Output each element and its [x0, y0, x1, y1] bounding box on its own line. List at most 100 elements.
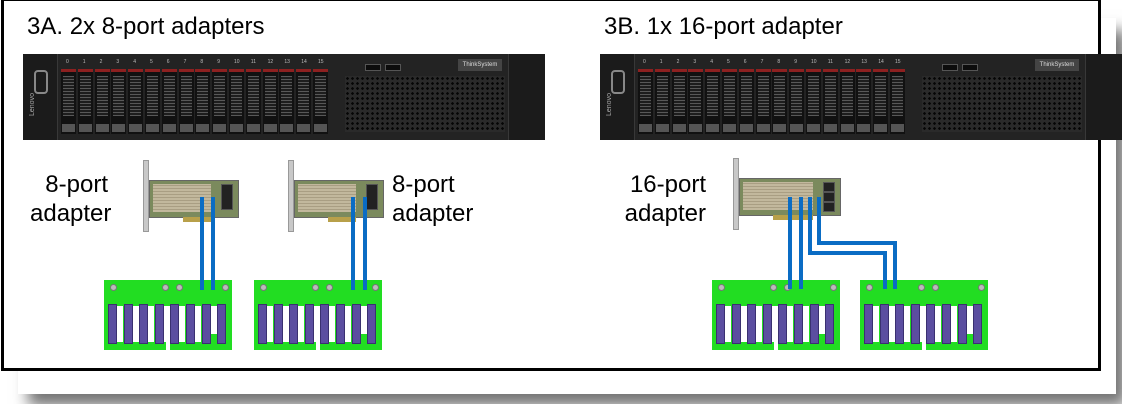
drive-bay-number: 13: [861, 59, 867, 65]
mount-hole: [222, 284, 229, 291]
drive-bay-label: [62, 124, 75, 132]
mount-hole: [260, 284, 267, 291]
drive-bay-label: [857, 124, 871, 132]
usb-port-icon: [962, 64, 978, 71]
drive-bay-number: 12: [267, 59, 274, 65]
sas-cable: [817, 197, 897, 289]
drive-bay-label: [179, 124, 193, 132]
vga-port-icon: [611, 70, 625, 94]
mount-hole: [176, 284, 183, 291]
drive-bay-number: 5: [150, 59, 153, 65]
drive-connector: [139, 304, 149, 344]
drive-bay-label: [314, 124, 327, 132]
drive-bay-label: [112, 124, 126, 132]
drive-bay-label: [739, 124, 753, 132]
slot-gap: [756, 306, 763, 342]
drive-connector: [108, 304, 117, 344]
drive-bay: [671, 69, 687, 134]
drive-bay: [178, 69, 194, 134]
slot-gap: [935, 306, 942, 342]
drive-bay-mesh: [791, 76, 803, 116]
drive-bay: [772, 69, 788, 134]
drive-bay: [279, 69, 295, 134]
slot-gap: [195, 306, 201, 342]
adapter-label-line2: adapter: [392, 200, 474, 227]
slot-gap: [966, 306, 973, 334]
slot-gap: [803, 306, 809, 342]
front-ports: [353, 62, 503, 72]
drive-bay-number: 12: [844, 59, 851, 65]
drive-bay: [822, 69, 838, 134]
right-rack-ear: [508, 54, 545, 140]
drive-bay-mesh: [197, 76, 209, 116]
sas-cable: [808, 197, 887, 289]
pcie-edge-connector: [773, 215, 813, 220]
drive-bay-mesh: [247, 76, 259, 116]
drive-bay: [313, 69, 328, 134]
drive-bay: [806, 69, 821, 134]
drive-connector: [170, 304, 180, 344]
drive-bay: [145, 69, 160, 134]
mount-hole: [372, 284, 379, 291]
drive-bay: [638, 69, 653, 134]
slot-gap: [298, 306, 305, 342]
drive-bay-number: 0: [643, 59, 646, 65]
drive-backplane-3b-1: [712, 280, 840, 350]
slot-gap: [313, 306, 320, 342]
board-notch: [922, 342, 926, 350]
mount-hole: [312, 284, 319, 291]
drive-bay: [195, 69, 211, 134]
drive-bay-mesh: [180, 76, 192, 116]
drive-bay-mesh: [96, 76, 108, 116]
pci-bracket: [143, 160, 149, 232]
mount-hole: [978, 284, 985, 291]
drive-bay-mesh: [298, 76, 310, 116]
drive-bay-mesh: [130, 76, 142, 116]
drive-bay-label: [196, 124, 210, 132]
drive-backplane-3a-1: [104, 280, 232, 350]
drive-bay-mesh: [163, 76, 175, 116]
drive-bay-mesh: [281, 76, 293, 116]
drive-bay-mesh: [79, 76, 91, 116]
slot-gap: [282, 306, 289, 342]
drive-bay: [77, 69, 93, 134]
drive-bay-number: 13: [284, 59, 290, 65]
drive-bay: [161, 69, 177, 134]
pcie-edge-connector: [328, 217, 356, 222]
usb-port-icon: [385, 64, 401, 71]
drive-bay-label: [689, 124, 703, 132]
drive-bay-mesh: [231, 76, 242, 116]
mount-hole: [110, 284, 117, 291]
drive-bay-label: [891, 124, 904, 132]
drive-bay-number: 1: [82, 59, 86, 65]
heatsink: [298, 184, 356, 212]
drive-bay-label: [146, 124, 159, 132]
usb-port-icon: [942, 64, 958, 71]
vga-port-icon: [34, 70, 48, 94]
right-rack-ear: [1085, 54, 1122, 140]
mount-hole: [162, 284, 169, 291]
drive-bay: [890, 69, 905, 134]
drive-bay-number: 11: [827, 59, 833, 65]
drive-bay: [654, 69, 670, 134]
board-notch: [166, 342, 170, 350]
slot-gap: [787, 306, 794, 342]
drive-connector: [201, 304, 211, 344]
adapter-label-3a-2: 8-port adapter: [392, 170, 492, 228]
drive-bay-label: [840, 124, 854, 132]
drive-connector: [258, 304, 267, 344]
drive-bay: [856, 69, 872, 134]
drive-bay-number: 15: [318, 59, 324, 65]
brand-label: ThinkSystem: [1035, 59, 1079, 71]
drive-bay-mesh: [841, 76, 853, 116]
drive-bay-number: 9: [217, 59, 220, 65]
front-ports: [930, 62, 1080, 72]
drive-bay-mesh: [147, 76, 158, 116]
slot-gap: [904, 306, 911, 342]
drive-bay: [789, 69, 805, 134]
slot-gap: [345, 306, 351, 342]
drive-bay-label: [672, 124, 686, 132]
drive-bay-label: [706, 124, 720, 132]
drive-bay-number: 3: [693, 59, 697, 65]
slot-gap: [360, 306, 367, 334]
